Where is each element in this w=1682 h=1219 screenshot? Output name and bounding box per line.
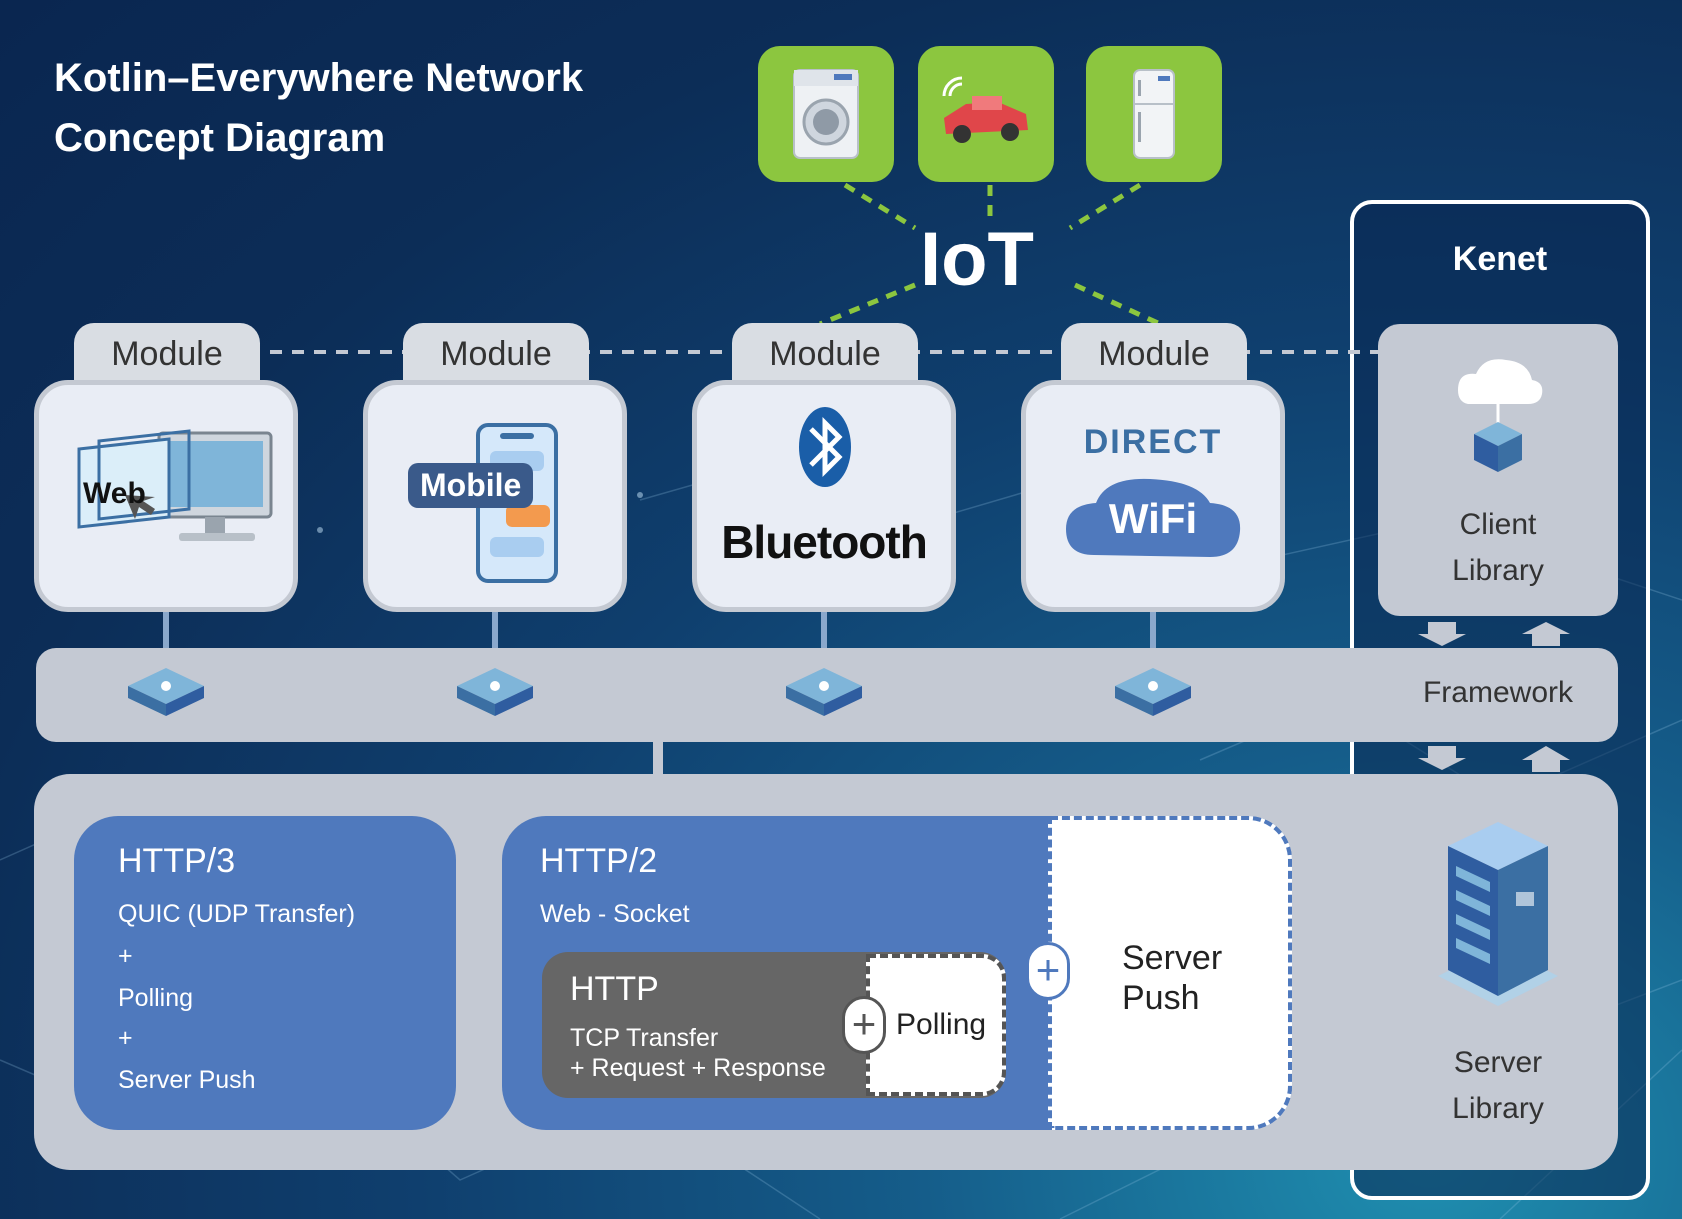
- http2-subtitle: Web - Socket: [540, 900, 690, 928]
- module-card-web: Web: [34, 380, 298, 612]
- bluetooth-icon: [799, 407, 851, 487]
- polling-box: Polling: [866, 954, 1006, 1096]
- wifi-direct-icon: [1066, 478, 1241, 557]
- http2-title: HTTP/2: [540, 842, 658, 880]
- module-label-wifi: WiFi: [1108, 495, 1198, 542]
- iot-device-car: [918, 46, 1054, 182]
- refrigerator-icon: [1133, 69, 1175, 159]
- diagram-title: Kotlin–Everywhere Network Concept Diagra…: [54, 48, 583, 168]
- client-library-label: Client Library: [1378, 502, 1618, 594]
- http3-line-2: +: [118, 942, 133, 970]
- kenet-arrows: [1418, 622, 1570, 772]
- iot-label: IoT: [920, 217, 1034, 302]
- client-library-line-2: Library: [1452, 554, 1544, 587]
- router-icon: [1115, 668, 1191, 716]
- iot-links: [819, 182, 1162, 327]
- server-push-box: Server Push: [1048, 816, 1292, 1130]
- http-line-2: + Request + Response: [570, 1054, 826, 1082]
- module-tab-mobile: Module: [403, 323, 589, 391]
- server-library-line-2: Library: [1452, 1092, 1544, 1125]
- server-push-line-2: Push: [1122, 979, 1200, 1017]
- module-label-bluetooth: Bluetooth: [721, 516, 928, 568]
- module-tab-bluetooth: Module: [732, 323, 918, 391]
- iot-device-fridge: [1086, 46, 1222, 182]
- http3-line-3: Polling: [118, 984, 194, 1012]
- http3-line-1: QUIC (UDP Transfer): [118, 900, 356, 928]
- server-rack-icon: [1438, 822, 1558, 1006]
- title-line-2: Concept Diagram: [54, 116, 386, 160]
- router-icon: [786, 668, 862, 716]
- server-library-label: Server Library: [1378, 1040, 1618, 1132]
- module-label-mobile: Mobile: [408, 463, 534, 508]
- module-label-web: Web: [83, 477, 146, 510]
- connected-car-icon: [942, 76, 1028, 143]
- http3-box: HTTP/3 QUIC (UDP Transfer) + Polling + S…: [74, 816, 456, 1130]
- router-icon: [457, 668, 533, 716]
- kenet-title: Kenet: [1452, 240, 1548, 278]
- module-tab-wifi-direct: Module: [1061, 323, 1247, 391]
- wifi-direct-label: DIRECT: [1083, 423, 1223, 461]
- http3-line-5: Server Push: [118, 1066, 256, 1094]
- client-library-line-1: Client: [1459, 508, 1537, 541]
- title-line-1: Kotlin–Everywhere Network: [54, 56, 584, 100]
- iot-device-washer: [758, 46, 894, 182]
- plus-icon: +: [1026, 942, 1070, 1000]
- framework-label: Framework: [1422, 676, 1573, 709]
- router-icon: [128, 668, 204, 716]
- server-push-label: Server Push: [1122, 938, 1222, 1018]
- server-library-line-1: Server: [1453, 1046, 1543, 1079]
- module-card-wifi-direct: DIRECT WiFi: [1021, 380, 1285, 612]
- http3-line-4: +: [118, 1024, 133, 1052]
- http-line-1: TCP Transfer: [570, 1024, 719, 1052]
- washing-machine-icon: [793, 69, 859, 159]
- plus-icon: +: [842, 996, 886, 1054]
- web-monitor-icon: [77, 429, 273, 541]
- http3-title: HTTP/3: [118, 842, 236, 880]
- polling-label: Polling: [896, 1008, 987, 1041]
- module-tab-web: Module: [74, 323, 260, 391]
- module-card-bluetooth: Bluetooth: [692, 380, 956, 612]
- client-library-box: [1378, 324, 1618, 616]
- http-title: HTTP: [570, 970, 659, 1008]
- cloud-package-icon: [1458, 359, 1543, 472]
- module-card-mobile: Mobile: [363, 380, 627, 612]
- server-push-line-1: Server: [1122, 939, 1223, 977]
